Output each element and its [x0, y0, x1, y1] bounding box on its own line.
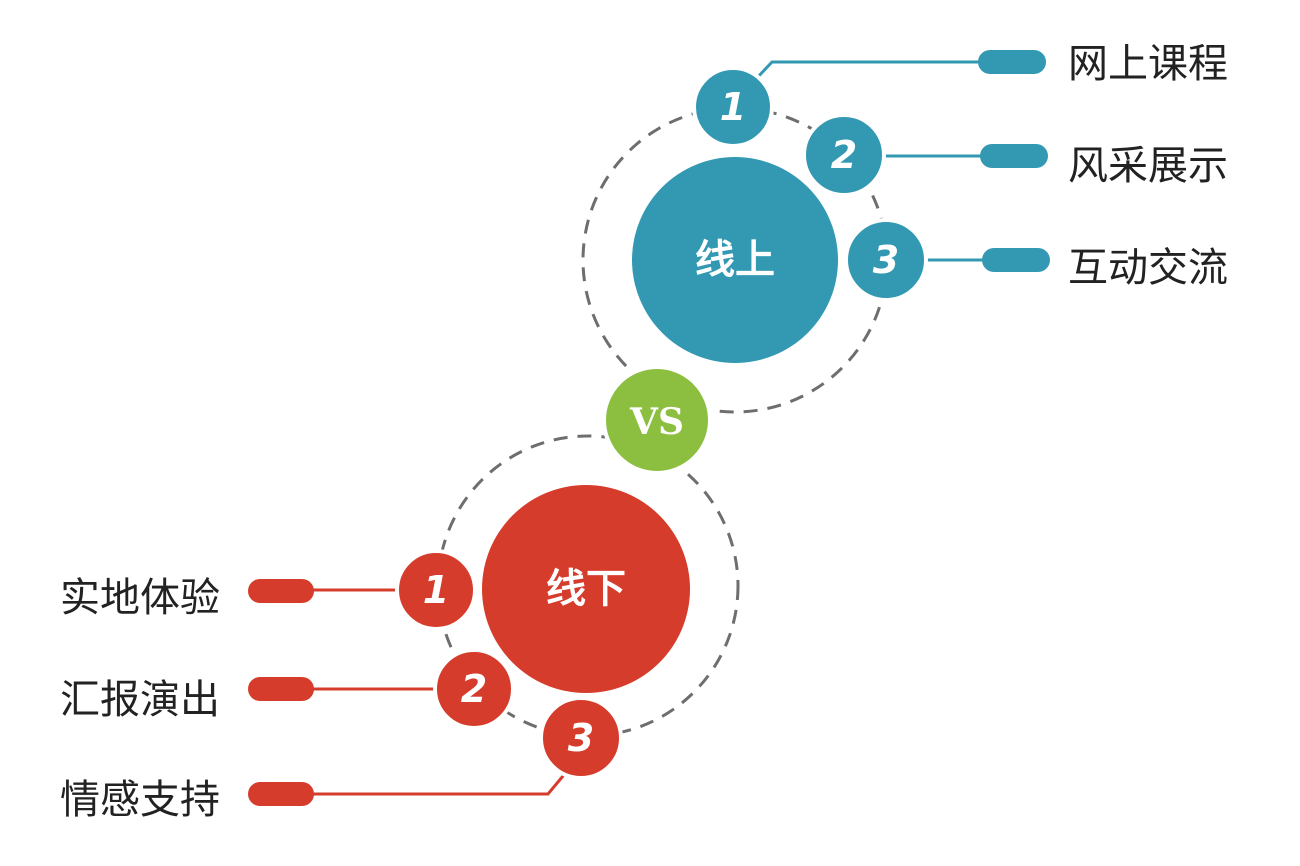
online-pill-1: [978, 50, 1046, 74]
offline-main-circle: [482, 485, 690, 693]
online-main-circle: [632, 157, 838, 363]
offline-pill-2: [248, 677, 314, 701]
online-pill-3: [982, 248, 1050, 272]
offline-item-1-label: 实地体验: [60, 575, 220, 621]
offline-node-1-number: 1: [423, 568, 449, 612]
online-node-3: 3: [844, 218, 928, 302]
online-node-1: 1: [692, 66, 774, 148]
online-node-1-circle: [692, 66, 774, 148]
offline-node-2: 2: [433, 648, 515, 730]
online-node-2-number: 2: [831, 133, 857, 177]
offline-pills: [248, 579, 314, 806]
online-pill-2: [980, 144, 1048, 168]
offline-node-1-circle: [395, 549, 477, 631]
online-item-1-label: 网上课程: [1068, 41, 1228, 87]
offline-pill-3: [248, 782, 314, 806]
vs-circle: [602, 365, 712, 475]
online-node-2: 2: [802, 113, 886, 197]
offline-item-3-label: 情感支持: [60, 777, 220, 823]
online-node-2-circle: [802, 113, 886, 197]
vs-label: VS: [629, 401, 684, 443]
offline-title: 线下: [546, 566, 626, 612]
offline-node-3-number: 3: [568, 716, 594, 760]
online-item-2-label: 风采展示: [1068, 143, 1228, 189]
offline-node-3: 3: [539, 696, 623, 780]
offline-pill-1: [248, 579, 314, 603]
vs-node: VS: [602, 365, 712, 475]
offline-main-node: 线下: [482, 485, 690, 693]
online-connector-1: [753, 60, 998, 82]
offline-connector-3: [290, 769, 570, 796]
online-item-3-label: 互动交流: [1068, 245, 1228, 291]
online-pills: [978, 50, 1050, 272]
offline-node-1: 1: [395, 549, 477, 631]
online-main-node: 线上: [632, 157, 838, 363]
online-node-3-circle: [844, 218, 928, 302]
offline-node-2-circle: [433, 648, 515, 730]
offline-item-2-label: 汇报演出: [60, 677, 220, 723]
online-node-1-number: 1: [720, 85, 746, 129]
online-title: 线上: [695, 237, 775, 283]
offline-node-3-circle: [539, 696, 623, 780]
offline-node-2-number: 2: [461, 667, 487, 711]
online-node-3-number: 3: [873, 238, 899, 282]
offline-orbit-ring: [436, 434, 740, 738]
